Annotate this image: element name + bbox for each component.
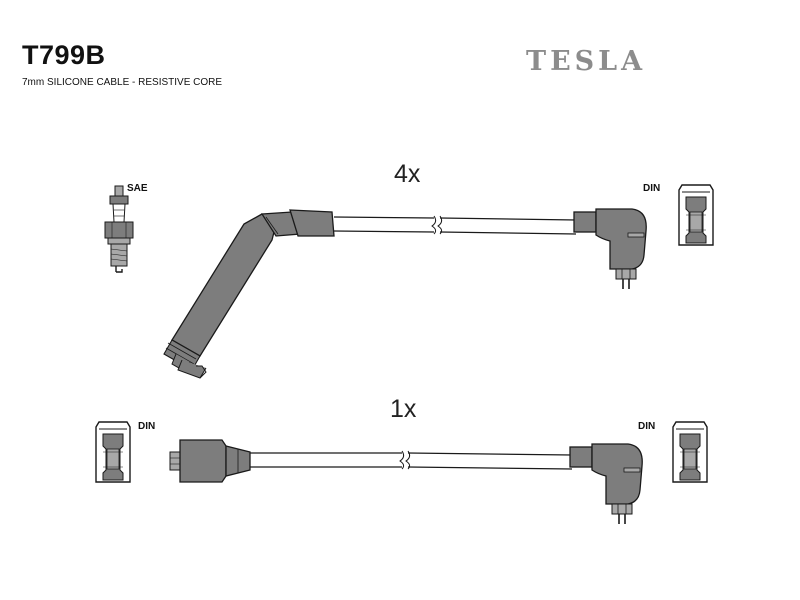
quantity-label-bottom: 1x xyxy=(390,395,417,423)
din-cap-bottom-left xyxy=(95,421,131,483)
brand-logo: TESLA xyxy=(526,46,647,77)
din-cap-bottom-right xyxy=(672,421,708,483)
cable-assembly-bottom xyxy=(95,421,708,525)
din-label-bottom-left: DIN xyxy=(138,421,156,432)
din-label-bottom-right: DIN xyxy=(638,421,656,432)
din-label-top-right: DIN xyxy=(643,183,661,194)
part-number-title: T799B xyxy=(22,40,106,70)
quantity-label-top: 4x xyxy=(394,160,421,188)
cable-top xyxy=(333,215,577,235)
sae-label: SAE xyxy=(127,183,148,194)
elbow-plug-boot-top xyxy=(573,208,648,290)
spark-plug-icon xyxy=(104,185,134,273)
straight-connector-bottom xyxy=(169,439,251,483)
straight-plug-boot xyxy=(163,209,335,379)
cable-bottom xyxy=(250,450,573,470)
elbow-plug-boot-bottom xyxy=(569,443,644,525)
cable-assembly-top xyxy=(163,184,714,379)
din-cap-top-right xyxy=(678,184,714,246)
cable-description: 7mm SILICONE CABLE - RESISTIVE CORE xyxy=(22,77,223,88)
